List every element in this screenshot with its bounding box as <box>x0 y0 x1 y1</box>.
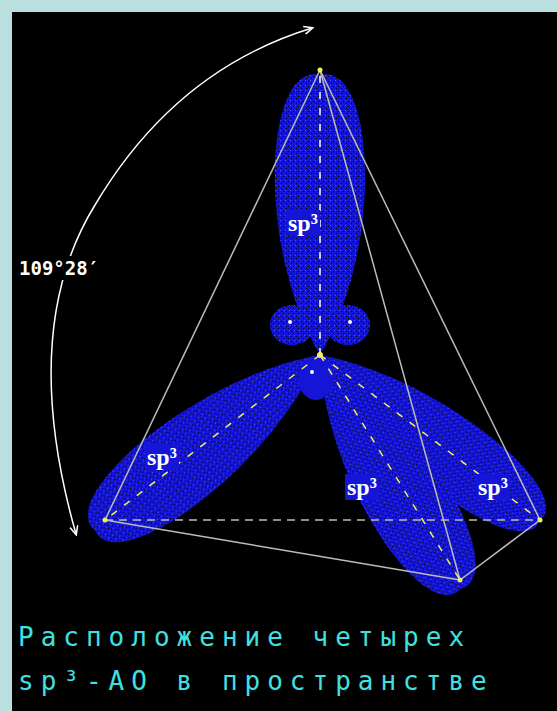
bond-axes <box>105 72 540 580</box>
vertex-dots <box>103 68 543 583</box>
orbital-label: sp³ <box>286 210 320 236</box>
orbital-label: sp³ <box>145 444 179 470</box>
sp3-lobes <box>69 74 557 611</box>
orbital-label: sp³ <box>345 474 379 500</box>
caption: Расположение четырех sp³-АО в пространст… <box>18 615 543 703</box>
angle-arc <box>51 28 312 534</box>
tetrahedron-edges <box>105 70 540 580</box>
orbital-label: sp³ <box>476 474 510 500</box>
angle-label: 109°28′ <box>16 256 102 280</box>
